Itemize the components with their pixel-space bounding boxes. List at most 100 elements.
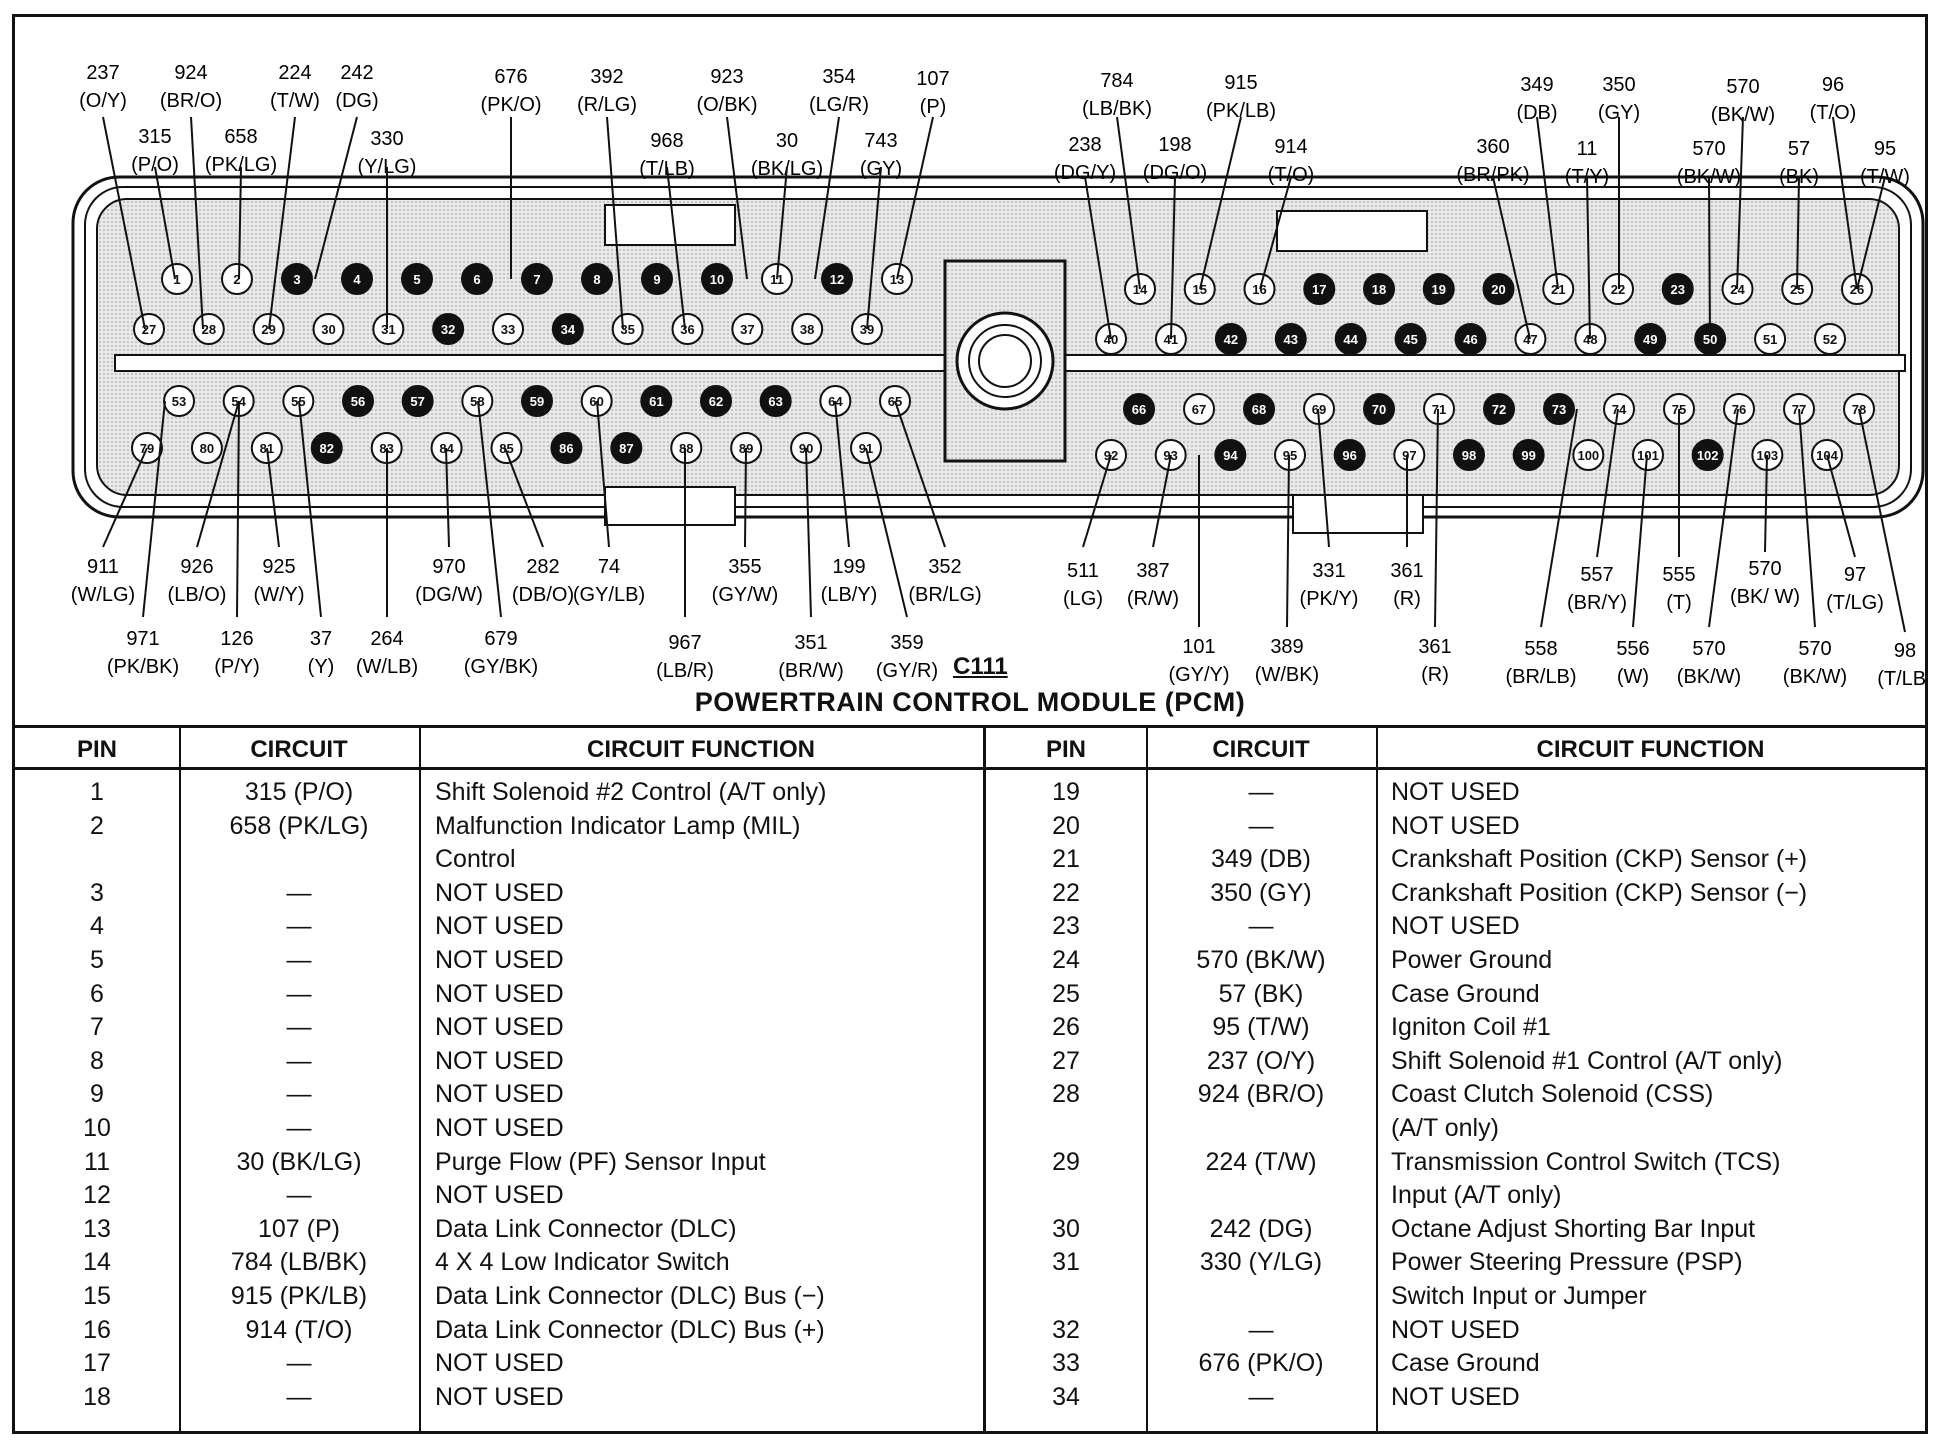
top-callout-number: 57 <box>1788 138 1810 160</box>
pin-2 <box>221 263 253 295</box>
cell-function: Input (A/T only) <box>1391 1181 1562 1210</box>
column-divider <box>1146 728 1148 1431</box>
pin-number-96: 96 <box>1342 448 1356 463</box>
bottom-callout-number: 557 <box>1580 564 1613 586</box>
pin-number-99: 99 <box>1521 448 1535 463</box>
top-callout-color: (DG/O) <box>1143 162 1207 184</box>
cell-pin: 21 <box>1052 845 1080 874</box>
top-callout-number: 11 <box>1577 138 1598 160</box>
cell-function: NOT USED <box>435 1113 564 1142</box>
leader-line <box>1832 116 1858 290</box>
top-callout-number: 30 <box>776 130 798 152</box>
table-row: 7—NOT USED <box>15 1013 983 1047</box>
leader-line <box>726 116 748 280</box>
bottom-callout-color: (BK/W) <box>1677 666 1741 688</box>
pin-number-68: 68 <box>1252 402 1266 417</box>
cell-function: Data Link Connector (DLC) Bus (−) <box>435 1281 825 1310</box>
cell-pin: 27 <box>1052 1046 1080 1075</box>
pin-33 <box>492 313 524 345</box>
leader-line <box>266 447 280 548</box>
cell-function: NOT USED <box>1391 1382 1520 1411</box>
cell-pin: 19 <box>1052 778 1080 806</box>
leader-line <box>1199 116 1242 290</box>
bottom-callout-number: 558 <box>1524 638 1557 660</box>
cell-pin: 4 <box>90 912 104 941</box>
cell-circuit: — <box>286 912 312 941</box>
pin-96 <box>1333 439 1366 471</box>
module-title: POWERTRAIN CONTROL MODULE (PCM) <box>694 687 1246 717</box>
top-callout-number: 968 <box>650 130 683 152</box>
pin-number-11: 11 <box>770 272 784 287</box>
cell-function: NOT USED <box>435 912 564 941</box>
leader-line <box>1170 176 1176 340</box>
pin-number-76: 76 <box>1732 402 1746 417</box>
cell-circuit: — <box>286 1181 312 1210</box>
connector-id: C111 <box>953 653 1008 680</box>
table-row: Switch Input or Jumper <box>986 1282 1925 1316</box>
pin-number-4: 4 <box>353 272 361 287</box>
pin-number-3: 3 <box>293 272 300 287</box>
cell-circuit: — <box>286 1013 312 1042</box>
cell-function: Shift Solenoid #1 Control (A/T only) <box>1391 1046 1783 1075</box>
pin-60 <box>580 385 613 417</box>
leader-line <box>196 400 240 548</box>
pin-81 <box>250 432 283 464</box>
cell-circuit: 237 (O/Y) <box>1206 1046 1316 1075</box>
pin-8 <box>581 263 613 295</box>
pin-number-20: 20 <box>1491 282 1505 297</box>
leader-line <box>1798 408 1816 628</box>
bottom-callout-color: (GY/W) <box>712 584 779 606</box>
pin-6 <box>461 263 493 295</box>
leader-line <box>1736 116 1744 290</box>
pin-number-73: 73 <box>1552 402 1566 417</box>
cell-pin: 11 <box>84 1147 110 1176</box>
cell-function: Power Ground <box>1391 945 1553 974</box>
cell-circuit: 224 (T/W) <box>1205 1147 1317 1176</box>
cell-circuit: 107 (P) <box>258 1214 340 1243</box>
cell-pin: 14 <box>83 1248 111 1277</box>
pin-number-87: 87 <box>619 441 633 456</box>
cell-pin: 12 <box>83 1181 111 1210</box>
pin-16 <box>1243 273 1276 305</box>
pin-number-62: 62 <box>709 394 723 409</box>
pin-99 <box>1512 439 1545 471</box>
pin-42 <box>1214 323 1247 355</box>
leader-line <box>268 116 296 330</box>
top-callout-color: (BK/W) <box>1711 104 1775 126</box>
bottom-callout-number: 264 <box>370 628 403 650</box>
cell-circuit: 924 (BR/O) <box>1197 1080 1325 1109</box>
pin-44 <box>1334 323 1367 355</box>
pin-number-22: 22 <box>1611 282 1625 297</box>
top-callout-color: (R/LG) <box>577 94 637 116</box>
leader-line <box>1082 454 1112 548</box>
bottom-callout-number: 556 <box>1616 638 1649 660</box>
center-bolt <box>978 334 1032 388</box>
bottom-callout-number: 570 <box>1798 638 1831 660</box>
pin-number-34: 34 <box>561 322 576 337</box>
cell-pin: 29 <box>1052 1147 1080 1176</box>
pin-number-1: 1 <box>173 272 180 287</box>
bottom-callout-number: 387 <box>1136 560 1169 582</box>
leader-line <box>666 166 686 330</box>
bottom-callout-number: 511 <box>1067 560 1099 582</box>
pin-7 <box>521 263 553 295</box>
bottom-callout-number: 359 <box>890 632 923 654</box>
cell-function: Shift Solenoid #2 Control (A/T only) <box>435 778 827 806</box>
pin-number-48: 48 <box>1583 332 1597 347</box>
pin-number-86: 86 <box>559 441 573 456</box>
pin-number-33: 33 <box>501 322 515 337</box>
cell-circuit: 330 (Y/LG) <box>1199 1248 1323 1277</box>
cell-function: NOT USED <box>1391 1315 1520 1344</box>
pin-3 <box>281 263 313 295</box>
top-callout-color: (LB/BK) <box>1082 98 1152 120</box>
table-row: 10—NOT USED <box>15 1114 983 1148</box>
cell-pin: 17 <box>83 1349 111 1378</box>
pin-number-50: 50 <box>1703 332 1717 347</box>
cell-circuit: 676 (PK/O) <box>1198 1349 1324 1378</box>
bottom-callout-color: (R) <box>1393 588 1421 610</box>
pin-28 <box>192 313 225 345</box>
